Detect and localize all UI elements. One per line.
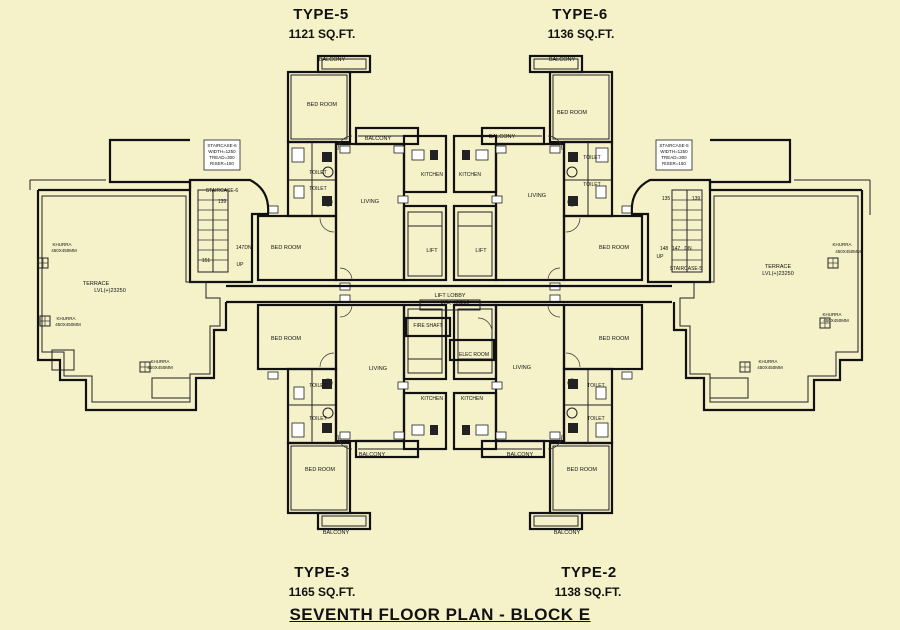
toilet-label-type6-a: TOILET: [583, 155, 600, 161]
staircase-5-spec-box: [655, 139, 693, 171]
toilet-label-type5-a: TOILET: [309, 170, 326, 176]
stair6-spec-riser: RISER=150: [210, 161, 234, 166]
stair6-up: UP: [237, 262, 245, 268]
stair5-spec-tread: TREAD=300: [661, 155, 687, 160]
stair5-spec-riser: RISER=150: [662, 161, 686, 166]
khurra-label-4: KHURRA: [832, 242, 851, 247]
toilet-label-type2-a: TOILET: [587, 383, 604, 389]
elec-room-label: ELEC ROOM: [459, 352, 489, 358]
khurra-label-5: KHURRA: [822, 312, 841, 317]
living-label-type5: LIVING: [361, 199, 379, 205]
living-label-type3: LIVING: [369, 366, 387, 372]
unit-type-3-label: TYPE-3: [294, 564, 350, 581]
lift-label-right: LIFT: [475, 248, 487, 254]
terrace-left-level: LVL(+)23250: [94, 288, 126, 294]
fire-shaft-label: FIRE SHAFT: [413, 323, 442, 329]
unit-type-5-area: 1121 SQ.FT.: [288, 27, 356, 41]
toilet-label-type5-b: TOILET: [309, 186, 326, 192]
kitchen-label-type6: KITCHEN: [459, 172, 481, 178]
khurra-size-4: 450X450MM: [835, 249, 861, 254]
unit-type-6-area: 1136 SQ.FT.: [547, 27, 615, 41]
fire-shaft: [404, 316, 452, 338]
terrace-right-label: TERRACE: [765, 264, 792, 270]
kitchen-label-type5: KITCHEN: [421, 172, 443, 178]
living-label-type2: LIVING: [513, 365, 531, 371]
stair5-dn: DN: [684, 246, 692, 252]
stair6-spec-tread: TREAD=300: [209, 155, 235, 160]
bedroom-label-type6-lower: BED ROOM: [599, 245, 629, 251]
balcony-label-top-left: BALCONY: [319, 57, 346, 63]
stair5-step-139: 139: [692, 196, 701, 202]
stair6-spec-width: WIDTH=1250: [208, 149, 236, 154]
unit-type-2-area: 1138 SQ.FT.: [554, 585, 622, 599]
living-label-type6: LIVING: [528, 193, 546, 199]
bedroom-label-type5-lower: BED ROOM: [271, 245, 301, 251]
stair6-dn: DN: [244, 245, 252, 251]
stair5-spec-width: WIDTH=1250: [660, 149, 688, 154]
staircase-5: [671, 189, 703, 273]
khurra-size-6: 450X450MM: [757, 365, 783, 370]
stair5-up: UP: [657, 254, 665, 260]
unit-quadrant-template: [256, 54, 448, 291]
khurra-size-2: 450X450MM: [55, 322, 81, 327]
unit-type-3-area: 1165 SQ.FT.: [288, 585, 356, 599]
bedroom-label-type2-upper: BED ROOM: [599, 336, 629, 342]
staircase-6-spec-box: [203, 139, 241, 171]
lift-label-left: LIFT: [426, 248, 438, 254]
staircase-6: [197, 189, 229, 273]
terrace-left: [29, 138, 228, 412]
stair5-step-135: 135: [662, 196, 671, 202]
balcony-label-type2: BALCONY: [507, 452, 534, 458]
balcony-label-bottom-right: BALCONY: [554, 530, 581, 536]
stair6-step-139: 139: [218, 199, 227, 205]
khurra-label-2: KHURRA: [56, 316, 75, 321]
balcony-label-type3: BALCONY: [359, 452, 386, 458]
bedroom-label-type3-upper: BED ROOM: [271, 336, 301, 342]
terrace-left-label: TERRACE: [83, 281, 110, 287]
stair6-spec-name: STAIRCASE-6: [207, 143, 237, 148]
bedroom-label-type3-lower: BED ROOM: [305, 467, 335, 473]
khurra-size-1: 450X450MM: [51, 248, 77, 253]
balcony-label-type5: BALCONY: [365, 136, 392, 142]
unit-type-2-label: TYPE-2: [561, 564, 617, 581]
unit-type-6-label: TYPE-6: [552, 6, 608, 23]
unit-quadrant-type-2: [452, 293, 644, 531]
toilet-label-type6-b: TOILET: [583, 182, 600, 188]
khurra-label-1: KHURRA: [52, 242, 71, 247]
unit-quadrant-type-6: [452, 54, 644, 292]
toilet-label-type2-b: TOILET: [587, 416, 604, 422]
kitchen-label-type3: KITCHEN: [421, 396, 443, 402]
lift-lobby-label: LIFT LOBBY: [434, 293, 465, 299]
unit-type-5-label: TYPE-5: [293, 6, 349, 23]
balcony-label-type6: BALCONY: [489, 134, 516, 140]
stair5-spec-name: STAIRCASE-5: [659, 143, 689, 148]
kitchen-label-type2: KITCHEN: [461, 396, 483, 402]
staircase-6-label: STAIRCASE-6: [206, 188, 239, 194]
terrace-right-level: LVL(+)23250: [762, 271, 794, 277]
elec-room: [448, 338, 496, 362]
toilet-label-type3-b: TOILET: [309, 416, 326, 422]
bedroom-label-type6-upper: BED ROOM: [557, 110, 587, 116]
balcony-label-top-right: BALCONY: [549, 57, 576, 63]
khurra-size-5: 450X450MM: [823, 318, 849, 323]
bedroom-label-type2-lower: BED ROOM: [567, 467, 597, 473]
khurra-label-3: KHURRA: [150, 359, 169, 364]
stair6-step-151: 151: [202, 258, 211, 264]
balcony-label-bottom-left: BALCONY: [323, 530, 350, 536]
lift-lobby-level: LVL(+)23250: [441, 300, 470, 306]
plan-title: SEVENTH FLOOR PLAN - BLOCK E: [289, 605, 591, 624]
stair5-step-147: 147: [672, 246, 681, 252]
stair6-step-147: 147: [236, 245, 245, 251]
unit-quadrant-type-3: [256, 293, 448, 531]
stair5-step-148: 148: [660, 246, 669, 252]
khurra-size-3: 450X450MM: [147, 365, 173, 370]
khurra-drain-icon: [37, 257, 839, 373]
terrace-right: [672, 138, 871, 412]
khurra-label-6: KHURRA: [758, 359, 777, 364]
bedroom-label-type5-upper: BED ROOM: [307, 102, 337, 108]
staircase-5-label: STAIRCASE-5: [670, 266, 703, 272]
toilet-label-type3-a: TOILET: [309, 383, 326, 389]
